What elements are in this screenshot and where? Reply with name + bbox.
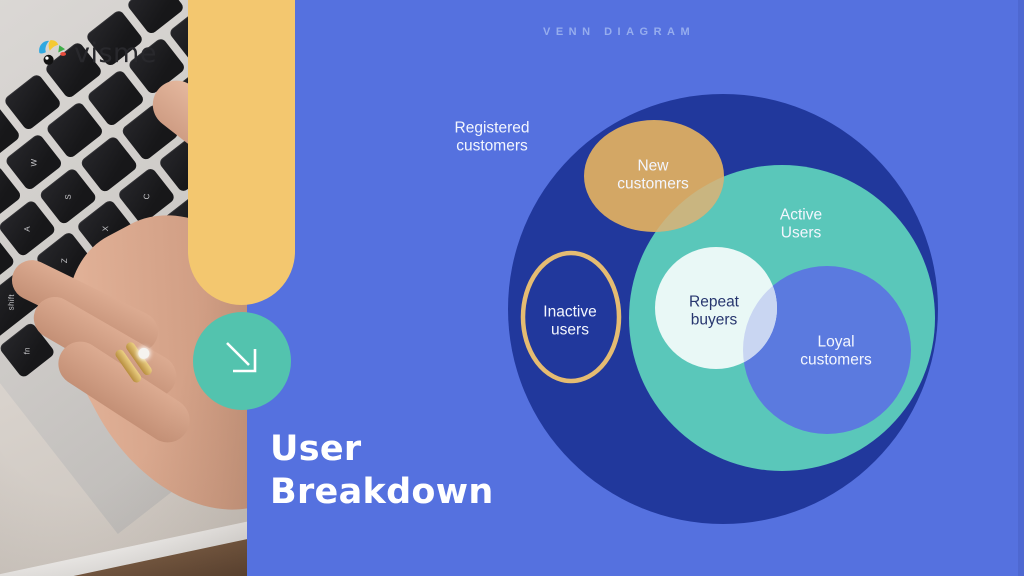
venn-label-repeat: Repeat buyers	[689, 293, 739, 329]
arrow-circle	[193, 312, 291, 410]
venn-label-loyal: Loyal customers	[800, 333, 872, 369]
right-edge-shade	[1018, 0, 1024, 576]
visme-logo-text: visme	[74, 38, 157, 69]
yellow-accent-bar	[188, 0, 295, 305]
venn-set-loyal-circle	[743, 266, 911, 434]
venn-label-new: New customers	[617, 157, 689, 193]
title-line-2: Breakdown	[270, 472, 494, 512]
venn-label-registered: Registered customers	[454, 119, 530, 155]
title-line-1: User	[270, 429, 362, 469]
venn-label-inactive: Inactive users	[543, 303, 597, 339]
venn-label-active: Active Users	[779, 206, 823, 242]
arrow-down-right-icon	[226, 342, 257, 373]
visme-logo-icon	[39, 40, 67, 65]
slide-title: User Breakdown	[270, 428, 494, 514]
slide-eyebrow: VENN DIAGRAM	[543, 26, 696, 38]
visme-logo: visme	[36, 38, 157, 69]
venn-set-inactive-ellipse	[520, 250, 622, 384]
